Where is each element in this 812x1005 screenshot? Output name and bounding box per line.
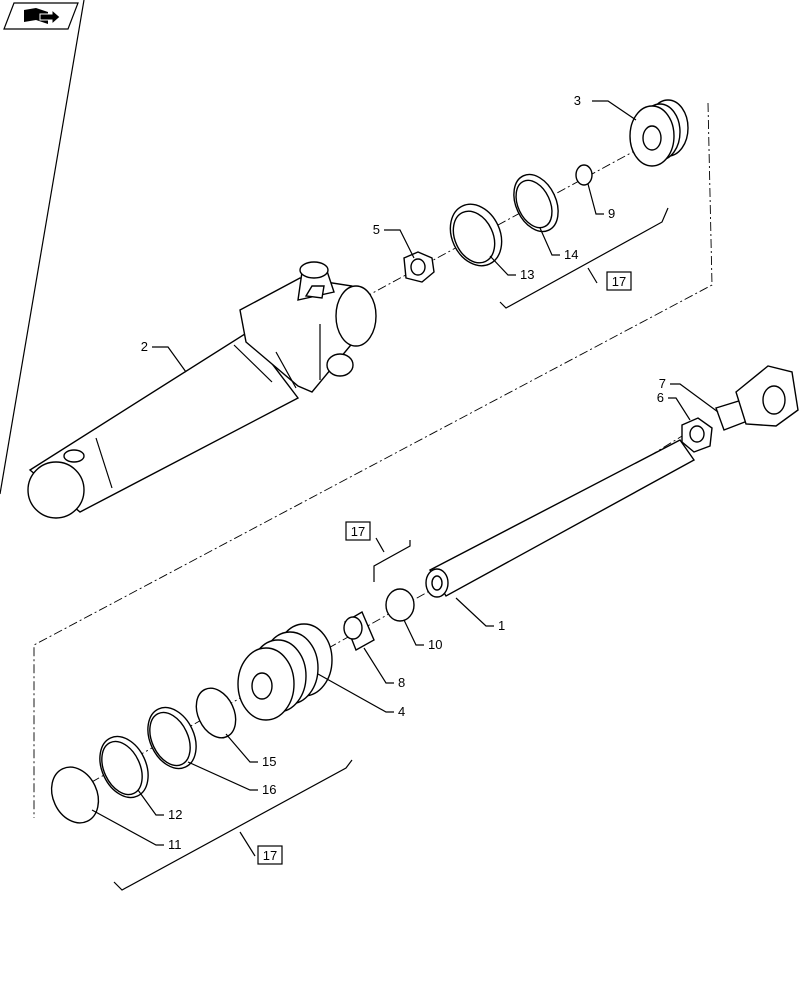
jam-nut-6	[681, 417, 713, 453]
callout-10: 10	[428, 637, 442, 652]
callout-1: 1	[498, 618, 505, 633]
callout-6: 6	[657, 390, 664, 405]
o-ring-10	[385, 588, 415, 622]
ref-box-middle-label: 17	[351, 524, 365, 539]
callout-9: 9	[608, 206, 615, 221]
cylinder-barrel	[0, 0, 377, 519]
book-arrow-icon	[24, 8, 61, 26]
ref-box-top[interactable]: 17	[606, 271, 632, 291]
callout-2: 2	[141, 339, 148, 354]
callout-16: 16	[262, 782, 276, 797]
piston-rod	[425, 439, 696, 598]
callout-7: 7	[659, 376, 666, 391]
ref-box-bottom-label: 17	[263, 848, 277, 863]
seal-ring-15	[195, 687, 237, 739]
callout-labels: 3 5 2 9 14 13 7 6 1 10 8 4 15 16 12 11	[141, 93, 666, 852]
callout-15: 15	[262, 754, 276, 769]
callout-8: 8	[398, 675, 405, 690]
nav-button[interactable]	[3, 2, 79, 30]
ref-box-bottom[interactable]: 17	[257, 845, 283, 865]
bushing-8	[343, 610, 375, 652]
ref-box-middle[interactable]: 17	[345, 521, 371, 541]
o-ring-9	[575, 164, 593, 186]
leader-lines	[91, 100, 719, 846]
callout-4: 4	[398, 704, 405, 719]
ref-box-top-label: 17	[612, 274, 626, 289]
nav-button-frame	[3, 2, 79, 30]
seal-ring-16	[147, 706, 197, 770]
callout-13: 13	[520, 267, 534, 282]
nut-5	[403, 251, 435, 283]
callout-12: 12	[168, 807, 182, 822]
gland-4	[237, 623, 333, 721]
o-ring-11	[50, 766, 100, 824]
callout-5: 5	[373, 222, 380, 237]
rod-end-7	[715, 365, 799, 431]
piston	[629, 99, 689, 167]
callout-11: 11	[168, 837, 182, 852]
callout-3: 3	[574, 93, 581, 108]
kit-brackets	[113, 207, 669, 891]
seal-ring-14	[513, 173, 559, 233]
callout-14: 14	[564, 247, 578, 262]
seal-ring-13	[449, 203, 503, 267]
seal-ring-12	[99, 735, 149, 799]
